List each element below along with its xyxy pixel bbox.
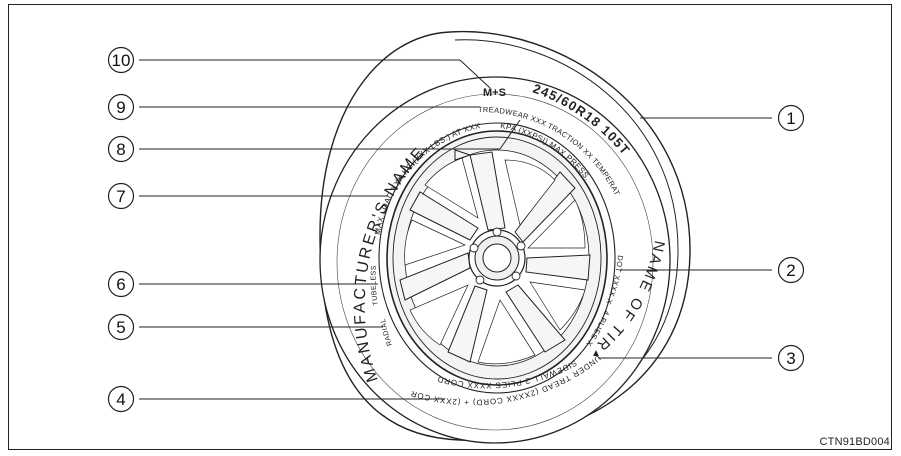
svg-text:1: 1 — [786, 109, 795, 128]
figure-code: CTN91BD004 — [819, 436, 890, 448]
tubeless-mark: TUBELESS — [370, 265, 379, 306]
tread-wear-indicator-icon: ▲ — [591, 348, 601, 359]
svg-text:TUBELESS: TUBELESS — [370, 265, 380, 306]
svg-text:9: 9 — [116, 98, 125, 117]
callout-lines — [139, 59, 772, 400]
svg-text:4: 4 — [116, 390, 125, 409]
svg-text:3: 3 — [786, 349, 795, 368]
wheel-rim — [386, 130, 608, 386]
callout-5: 5 — [107, 313, 135, 341]
callout-9: 9 — [107, 93, 135, 121]
callout-2: 2 — [777, 256, 805, 284]
callout-7: 7 — [107, 182, 135, 210]
svg-text:5: 5 — [116, 318, 125, 337]
callout-10: 10 — [107, 46, 135, 74]
callout-6: 6 — [107, 270, 135, 298]
ms-mark: M+S — [483, 87, 506, 99]
callout-4: 4 — [107, 385, 135, 413]
svg-text:7: 7 — [116, 187, 125, 206]
svg-text:8: 8 — [116, 140, 125, 159]
callout-8: 8 — [107, 135, 135, 163]
svg-text:2: 2 — [786, 261, 795, 280]
callout-markers: 1 2 3 4 5 6 7 8 — [107, 46, 805, 413]
figure-frame — [8, 4, 892, 450]
callout-3: 3 — [777, 344, 805, 372]
callout-1: 1 — [777, 104, 805, 132]
svg-text:6: 6 — [116, 275, 125, 294]
svg-text:10: 10 — [112, 51, 131, 70]
